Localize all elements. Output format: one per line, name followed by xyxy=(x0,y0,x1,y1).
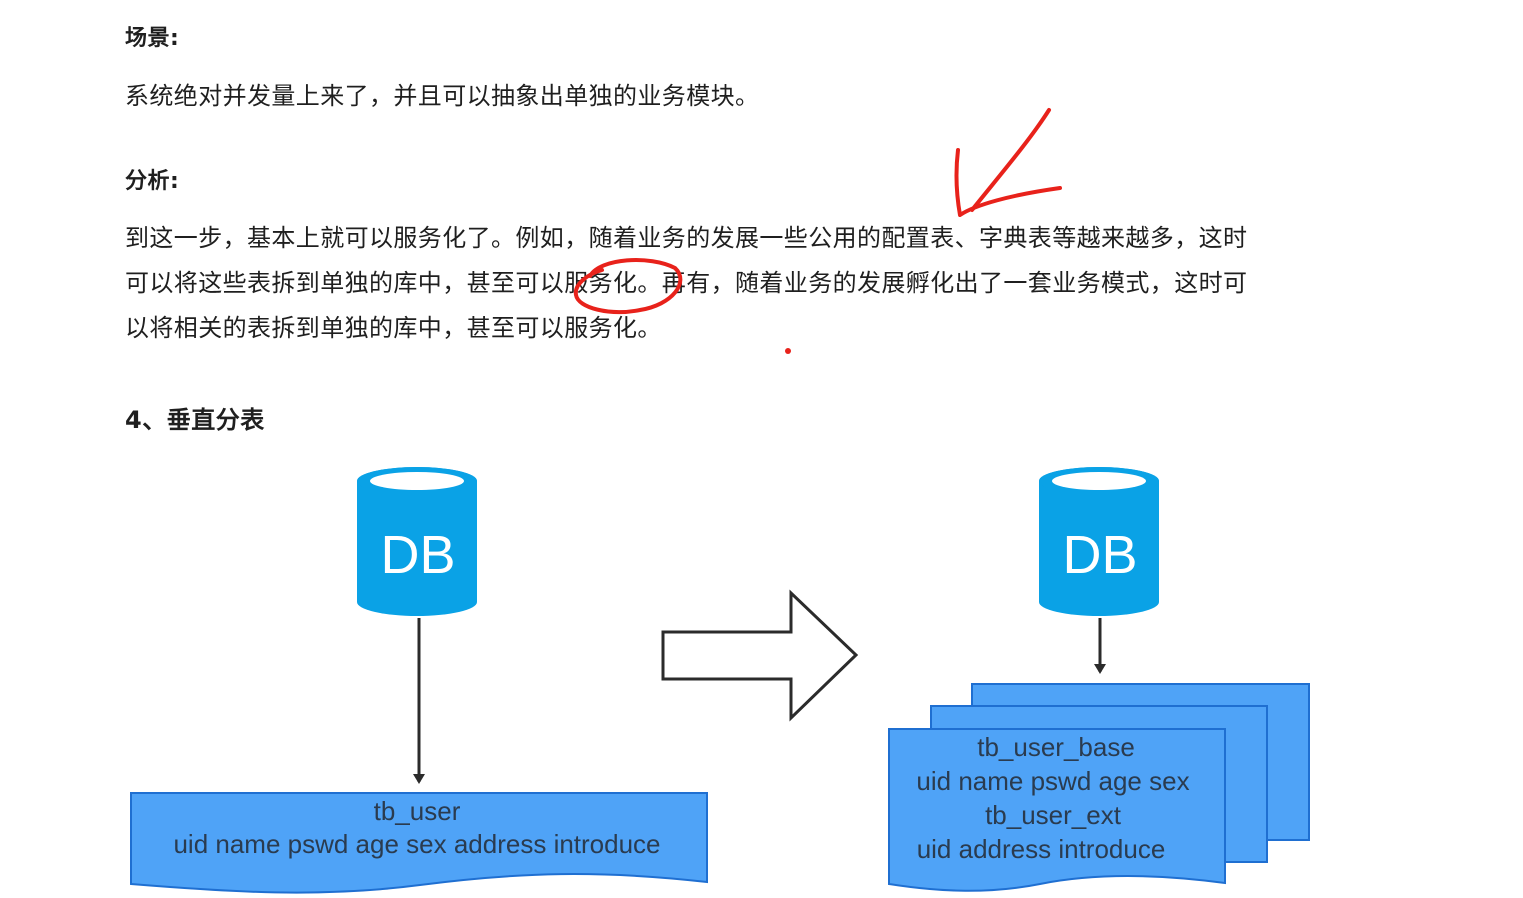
analysis-line-3: 以将相关的表拆到单独的库中，甚至可以服务化。 xyxy=(125,314,662,342)
left-table-name: tb_user xyxy=(374,796,461,826)
scenario-text: 系统绝对并发量上来了，并且可以抽象出单独的业务模块。 xyxy=(125,74,759,119)
right-table-stack: tb_user_base uid name pswd age sex tb_us… xyxy=(888,683,1310,892)
analysis-line-2: 可以将这些表拆到单独的库中，甚至可以服务化。再有，随着业务的发展孵化出了一套业务… xyxy=(125,269,1248,297)
scenario-heading: 场景: xyxy=(125,26,180,51)
red-annotation-dot xyxy=(785,348,791,354)
left-table-columns: uid name pswd age sex address introduce xyxy=(173,829,660,859)
left-db-label: DB xyxy=(380,525,455,585)
scenario-line: 系统绝对并发量上来了，并且可以抽象出单独的业务模块。 xyxy=(125,82,760,110)
analysis-line-1: 到这一步，基本上就可以服务化了。例如，随着业务的发展一些公用的配置表、字典表等越… xyxy=(125,224,1248,252)
right-db-cylinder: DB xyxy=(1039,467,1159,616)
section-heading: 4、垂直分表 xyxy=(125,406,265,434)
right-table2-name: tb_user_ext xyxy=(985,800,1122,830)
analysis-heading: 分析: xyxy=(125,169,180,194)
red-annotation-circle xyxy=(573,258,683,315)
stack-page-front xyxy=(888,728,1226,892)
right-table1-columns: uid name pswd age sex xyxy=(916,766,1189,796)
right-table1-name: tb_user_base xyxy=(977,732,1135,762)
left-table-document: tb_user uid name pswd age sex address in… xyxy=(130,792,708,894)
red-annotation-arrow xyxy=(954,108,1062,217)
analysis-paragraph: 到这一步，基本上就可以服务化了。例如，随着业务的发展一些公用的配置表、字典表等越… xyxy=(125,216,1247,351)
transform-arrow xyxy=(661,589,859,722)
left-db-cylinder: DB xyxy=(357,467,477,616)
right-table2-columns: uid address introduce xyxy=(917,834,1166,864)
right-db-label: DB xyxy=(1062,525,1137,585)
